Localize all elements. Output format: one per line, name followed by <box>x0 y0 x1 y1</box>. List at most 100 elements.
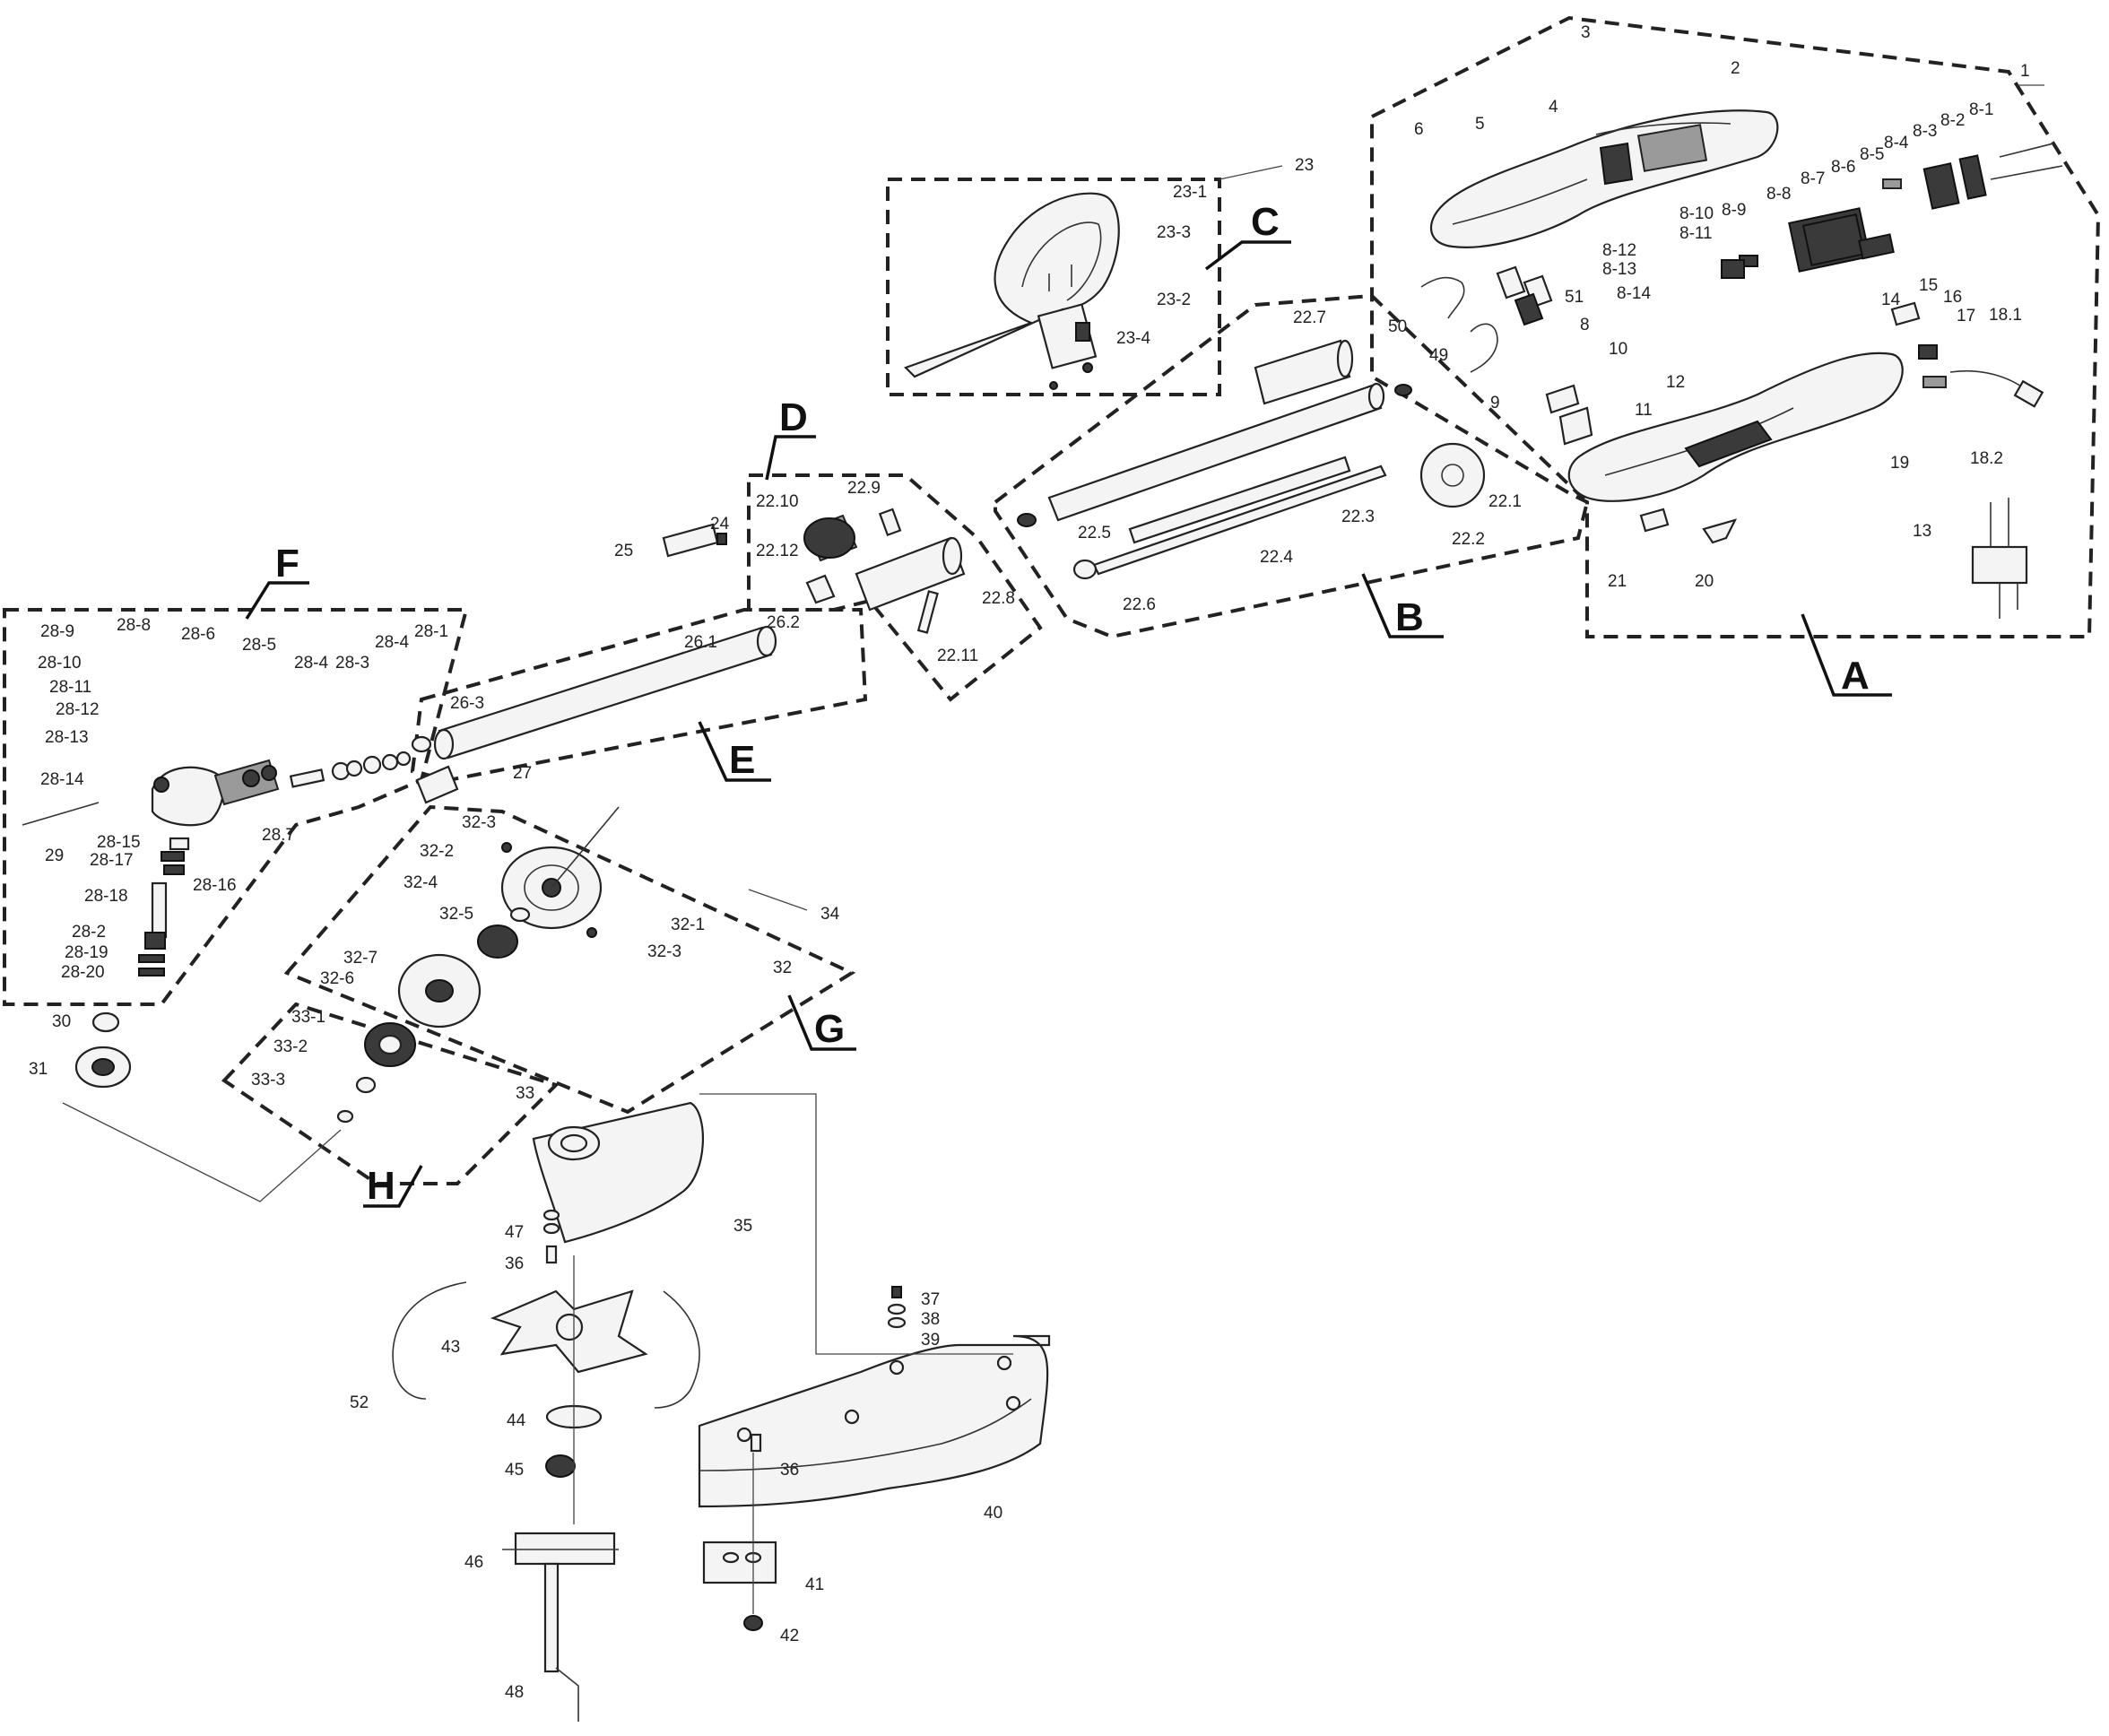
callout-23-3: 23-3 <box>1157 223 1191 242</box>
callout-28-14: 28-14 <box>40 770 84 789</box>
motor-assembly <box>1721 143 2063 279</box>
callout-23-1: 23-1 <box>1173 183 1207 202</box>
callout-1: 1 <box>2020 62 2030 81</box>
callout-22-1: 22.1 <box>1488 492 1522 511</box>
callout-37: 37 <box>921 1290 940 1309</box>
spool-33 <box>336 1022 416 1124</box>
callout-8: 8 <box>1580 316 1590 334</box>
callout-8-11: 8-11 <box>1679 224 1713 243</box>
callout-4: 4 <box>1549 98 1558 117</box>
shaft-parts-22 <box>1017 339 1486 580</box>
callout-18-2: 18.2 <box>1970 449 2003 468</box>
callout-32-2: 32-2 <box>420 842 454 861</box>
callout-51: 51 <box>1565 288 1584 307</box>
callout-28-2: 28-2 <box>72 923 106 942</box>
callout-28-5: 28-5 <box>242 636 276 655</box>
group-letter-h: H <box>363 1164 423 1208</box>
callout-26-2: 26.2 <box>767 613 800 632</box>
callout-5: 5 <box>1475 115 1485 134</box>
trimmer-head-32 <box>397 806 620 1029</box>
callout-27: 27 <box>513 764 532 783</box>
callout-22-5: 22.5 <box>1078 524 1111 542</box>
callout-28-10: 28-10 <box>38 654 82 673</box>
callout-33-2: 33-2 <box>273 1037 308 1056</box>
callout-11: 11 <box>1635 401 1653 420</box>
svg-text:F: F <box>275 542 299 586</box>
callout-28-11: 28-11 <box>49 678 91 697</box>
callout-19: 19 <box>1890 454 1909 473</box>
callout-33: 33 <box>516 1084 534 1103</box>
capacitor-13 <box>1971 498 2028 619</box>
callout-28-1: 28-1 <box>414 622 448 641</box>
callout-32: 32 <box>773 959 792 977</box>
group-c-boundary <box>886 178 1221 396</box>
callout-22-3: 22.3 <box>1341 508 1375 526</box>
callout-8-4: 8-4 <box>1884 134 1909 152</box>
callout-32-3b: 32-3 <box>647 942 681 961</box>
callout-8-9: 8-9 <box>1722 201 1746 220</box>
lower-shaft-tube <box>411 523 777 804</box>
callout-8-5: 8-5 <box>1860 145 1884 164</box>
callout-8-3: 8-3 <box>1913 122 1937 141</box>
bearing-30-31 <box>74 1011 132 1089</box>
callout-32-4: 32-4 <box>404 873 438 892</box>
svg-text:A: A <box>1841 654 1870 698</box>
group-letter-f: F <box>245 542 309 620</box>
callout-35: 35 <box>733 1217 752 1236</box>
callout-28-12: 28-12 <box>56 700 100 719</box>
callout-22-12: 22.12 <box>756 542 799 560</box>
group-f-boundary <box>3 608 469 1006</box>
coupling-parts <box>803 508 966 634</box>
callout-17: 17 <box>1957 307 1975 326</box>
callout-26-1: 26.1 <box>684 633 717 652</box>
carbon-brushes <box>1496 265 1553 326</box>
callout-44: 44 <box>507 1411 526 1430</box>
group-b-boundary <box>994 293 1590 639</box>
group-d-boundary <box>747 473 1043 702</box>
group-letter-a: A <box>1801 613 1892 698</box>
group-letter-c: C <box>1204 200 1291 271</box>
svg-text:G: G <box>814 1007 845 1051</box>
trimmer-lines-52 <box>392 1281 700 1409</box>
callout-23: 23 <box>1295 156 1314 175</box>
callout-28-17: 28-17 <box>90 851 134 870</box>
callout-32-7: 32-7 <box>343 949 378 968</box>
assembly-guide-lines <box>62 1093 1013 1614</box>
svg-text:H: H <box>367 1164 395 1208</box>
power-cord <box>1949 369 2044 408</box>
group-letter-g: G <box>787 994 856 1051</box>
callout-49: 49 <box>1429 346 1448 365</box>
hex-key-48 <box>555 1667 579 1722</box>
callout-28-8: 28-8 <box>117 616 151 635</box>
hardware-washers-nuts <box>542 1209 603 1478</box>
group-h-boundary <box>221 1002 560 1185</box>
callout-46: 46 <box>464 1553 483 1572</box>
gearbox-head <box>22 751 412 976</box>
callout-42: 42 <box>780 1627 799 1645</box>
callout-13: 13 <box>1913 522 1931 541</box>
callout-28-13: 28-13 <box>45 728 89 747</box>
motor-housing-upper <box>1430 109 1779 248</box>
callout-28-20: 28-20 <box>61 963 105 982</box>
callout-14: 14 <box>1881 291 1901 309</box>
callout-25: 25 <box>614 542 633 560</box>
svg-text:B: B <box>1395 595 1424 639</box>
callout-36a: 36 <box>505 1254 524 1273</box>
callout-28-19: 28-19 <box>65 943 108 962</box>
group-letter-b: B <box>1361 573 1444 639</box>
callout-28-4a: 28-4 <box>294 654 328 673</box>
callout-28-15: 28-15 <box>97 833 141 852</box>
callout-33-1: 33-1 <box>291 1008 325 1027</box>
callout-38: 38 <box>921 1310 940 1329</box>
shield-40 <box>698 1286 1051 1631</box>
svg-text:C: C <box>1251 200 1280 244</box>
callout-29: 29 <box>45 846 64 865</box>
callout-8-14: 8-14 <box>1617 284 1651 303</box>
callout-22-4: 22.4 <box>1260 548 1293 567</box>
callout-22-6: 22.6 <box>1123 595 1156 614</box>
auxiliary-handle <box>903 192 1120 390</box>
motor-housing-lower <box>1567 352 1904 502</box>
callout-45: 45 <box>505 1461 524 1480</box>
callout-26-3: 26-3 <box>450 694 484 713</box>
callout-31: 31 <box>29 1060 48 1079</box>
